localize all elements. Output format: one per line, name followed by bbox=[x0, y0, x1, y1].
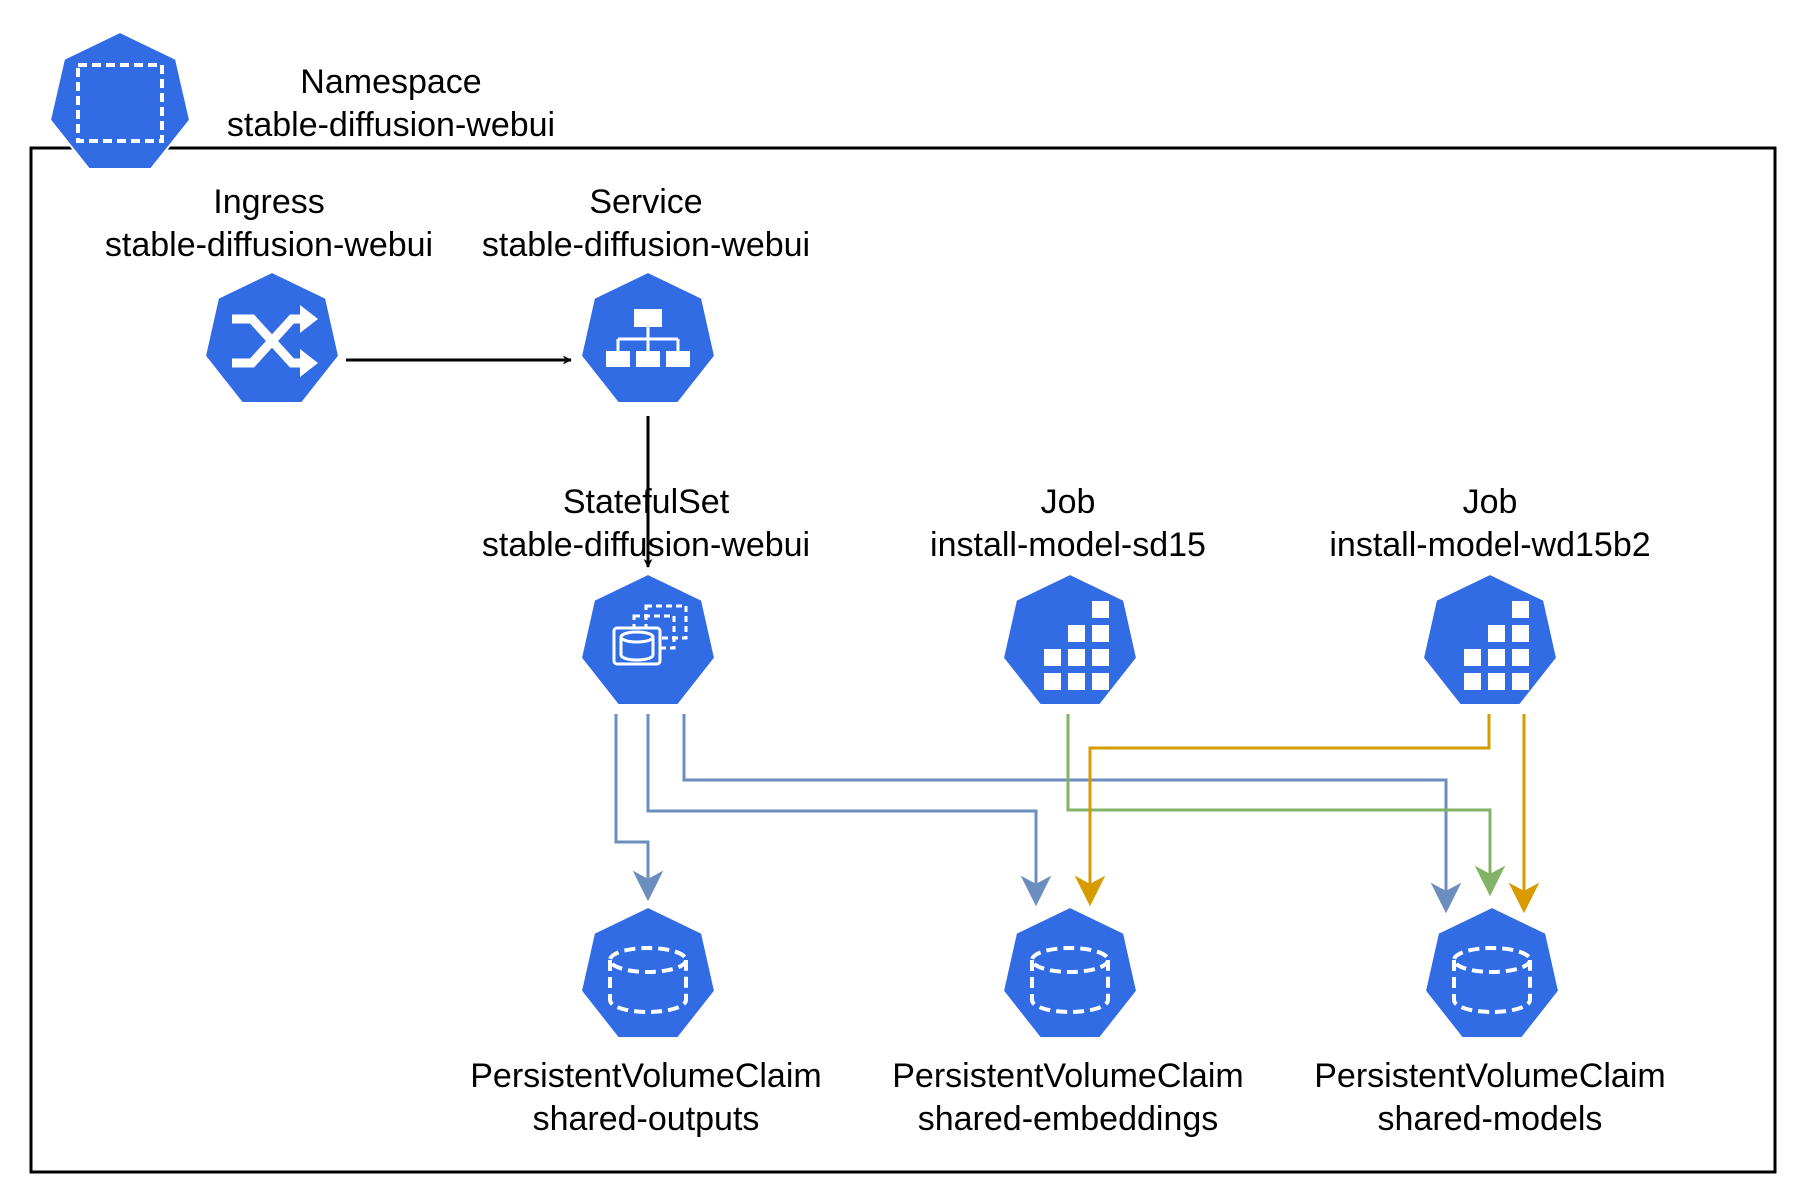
ingress-kind-label: Ingress bbox=[213, 183, 325, 221]
job-sd15-node: Job install-model-sd15 bbox=[930, 483, 1206, 706]
statefulset-name-label: stable-diffusion-webui bbox=[482, 526, 810, 564]
statefulset-node: StatefulSet stable-diffusion-webui bbox=[482, 483, 810, 706]
ingress-icon bbox=[203, 270, 341, 404]
arrowhead bbox=[1430, 882, 1462, 914]
pvc-outputs-name-label: shared-outputs bbox=[533, 1100, 760, 1138]
arrowhead bbox=[632, 870, 664, 902]
job-wd15b2-kind-label: Job bbox=[1463, 483, 1518, 521]
pvc-embeddings-node: PersistentVolumeClaim shared-embeddings bbox=[892, 905, 1244, 1138]
arrowhead bbox=[1508, 882, 1540, 914]
pvc-models-kind-label: PersistentVolumeClaim bbox=[1314, 1057, 1665, 1095]
job-sd15-kind-label: Job bbox=[1041, 483, 1096, 521]
job-icon bbox=[1001, 572, 1139, 706]
ingress-node: Ingress stable-diffusion-webui bbox=[105, 183, 433, 404]
edge-statefulset-to-pvc-outputs bbox=[614, 714, 650, 898]
edges bbox=[346, 355, 1540, 914]
statefulset-kind-label: StatefulSet bbox=[563, 483, 730, 521]
job-wd15b2-name-label: install-model-wd15b2 bbox=[1329, 526, 1650, 564]
statefulset-icon bbox=[579, 572, 717, 706]
namespace-icon bbox=[48, 30, 192, 170]
pvc-embeddings-name-label: shared-embeddings bbox=[918, 1100, 1219, 1138]
arrowhead bbox=[1474, 865, 1506, 897]
pvc-embeddings-kind-label: PersistentVolumeClaim bbox=[892, 1057, 1243, 1095]
edge-job-sd15-to-pvc-models bbox=[1066, 714, 1492, 893]
namespace-name-label: stable-diffusion-webui bbox=[227, 106, 555, 144]
job-sd15-name-label: install-model-sd15 bbox=[930, 526, 1206, 564]
job-icon bbox=[1421, 572, 1559, 706]
namespace-kind-label: Namespace bbox=[300, 63, 481, 101]
ingress-name-label: stable-diffusion-webui bbox=[105, 226, 433, 264]
edge-statefulset-to-pvc-embeddings bbox=[646, 714, 1038, 903]
arrowhead bbox=[1020, 875, 1052, 907]
pvc-models-node: PersistentVolumeClaim shared-models bbox=[1314, 905, 1666, 1138]
edge-job-wd15b2-to-pvc-embeddings bbox=[1088, 714, 1491, 903]
pvc-models-name-label: shared-models bbox=[1378, 1100, 1603, 1138]
service-icon bbox=[579, 270, 717, 404]
pvc-outputs-node: PersistentVolumeClaim shared-outputs bbox=[470, 905, 822, 1138]
namespace-boundary bbox=[29, 146, 1777, 1174]
pvc-outputs-kind-label: PersistentVolumeClaim bbox=[470, 1057, 821, 1095]
service-name-label: stable-diffusion-webui bbox=[482, 226, 810, 264]
service-node: Service stable-diffusion-webui bbox=[482, 183, 810, 404]
edge-statefulset-to-pvc-models bbox=[682, 714, 1448, 910]
pvc-icon bbox=[579, 905, 717, 1039]
pvc-icon bbox=[1001, 905, 1139, 1039]
pvc-icon bbox=[1423, 905, 1561, 1039]
service-kind-label: Service bbox=[589, 183, 702, 221]
arrowhead bbox=[1074, 875, 1106, 907]
job-wd15b2-node: Job install-model-wd15b2 bbox=[1329, 483, 1651, 706]
